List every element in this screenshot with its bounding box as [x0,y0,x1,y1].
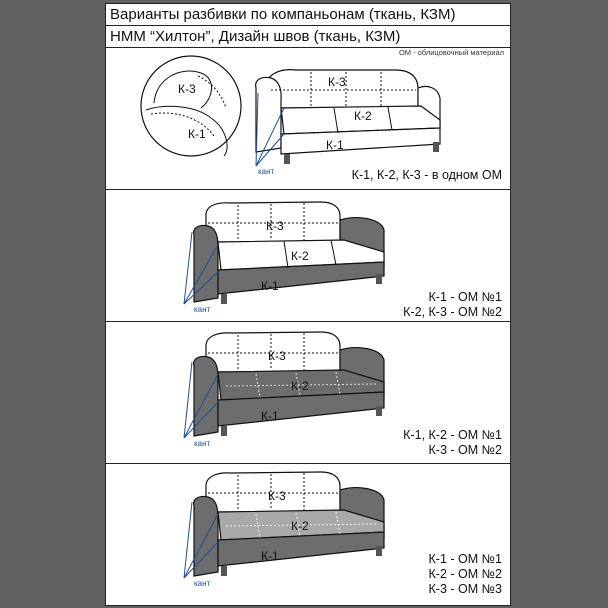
sofa-1 [255,69,441,164]
kant-arrows-2 [183,231,219,305]
variant-4-caption: К-1 - ОМ №1 К-2 - ОМ №2 К-3 - ОМ №3 [428,552,502,596]
variant-panel-4: К-3 К-2 К-1 кант К-1 - ОМ №1 К-2 - ОМ №2… [106,464,510,605]
kant-label-4: кант [194,579,211,588]
kant-label-3: кант [194,439,211,448]
document-sheet: Варианты разбивки по компаньонам (ткань,… [105,3,511,606]
detail-back-seam [153,70,212,109]
kant-arrows-3 [183,361,219,439]
sofa-2 [193,201,385,304]
variant-3-caption: К-1, К-2 - ОМ №1 К-3 - ОМ №2 [403,428,502,457]
sofa3-label-k2: К-2 [291,379,309,393]
variant-panel-3: К-3 К-2 К-1 кант К-1, К-2 - ОМ №1 К-3 - … [106,322,510,464]
sofa-illustration-4: К-3 К-2 К-1 кант [183,471,385,588]
variant-panel-1: ОМ - облицовочный материал К-3 К-1 [106,48,510,190]
sofa2-label-k3: К-3 [266,219,284,233]
sofa-4 [193,471,385,577]
detail-stitch [197,75,227,109]
sofa-illustration-1: К-3 К-1 К-3 К-2 К-1 [140,55,441,176]
detail-label-k1: К-1 [188,127,206,141]
sofa3-label-k3: К-3 [268,349,286,363]
sofa4-label-k3: К-3 [268,489,286,503]
sofa4-label-k1: К-1 [261,549,279,563]
sofa-illustration-3: К-3 К-2 К-1 кант [183,331,385,448]
sofa-3 [193,331,385,437]
sofa1-label-k1: К-1 [326,138,344,152]
title-line-2: НММ “Хилтон”, Дизайн швов (ткань, КЗМ) [106,26,510,48]
detail-circle [140,55,242,157]
kant-arrows-1 [255,92,285,167]
sofa3-label-k1: К-1 [261,409,279,423]
sofa1-label-k3: К-3 [328,75,346,89]
title-line-1: Варианты разбивки по компаньонам (ткань,… [106,4,510,26]
sofa1-label-k2: К-2 [354,109,372,123]
detail-stitch-2 [150,112,215,137]
sofa4-label-k2: К-2 [291,519,309,533]
variant-panel-2: К-3 К-2 К-1 кант К-1 - ОМ №1 К-2, К-3 - … [106,190,510,322]
kant-label-2: кант [194,305,211,314]
sofa-illustration-2: К-3 К-2 К-1 кант [183,201,385,314]
detail-arm-seam [145,105,228,157]
kant-arrows-4 [183,501,219,579]
sofa2-label-k2: К-2 [291,249,309,263]
kant-label-1: кант [258,167,275,176]
variant-2-caption: К-1 - ОМ №1 К-2, К-3 - ОМ №2 [403,290,502,319]
sofa2-label-k1: К-1 [261,279,279,293]
variant-1-caption: К-1, К-2, К-3 - в одном ОМ [351,168,502,182]
material-note: ОМ - облицовочный материал [398,48,504,57]
detail-label-k3: К-3 [178,82,196,96]
